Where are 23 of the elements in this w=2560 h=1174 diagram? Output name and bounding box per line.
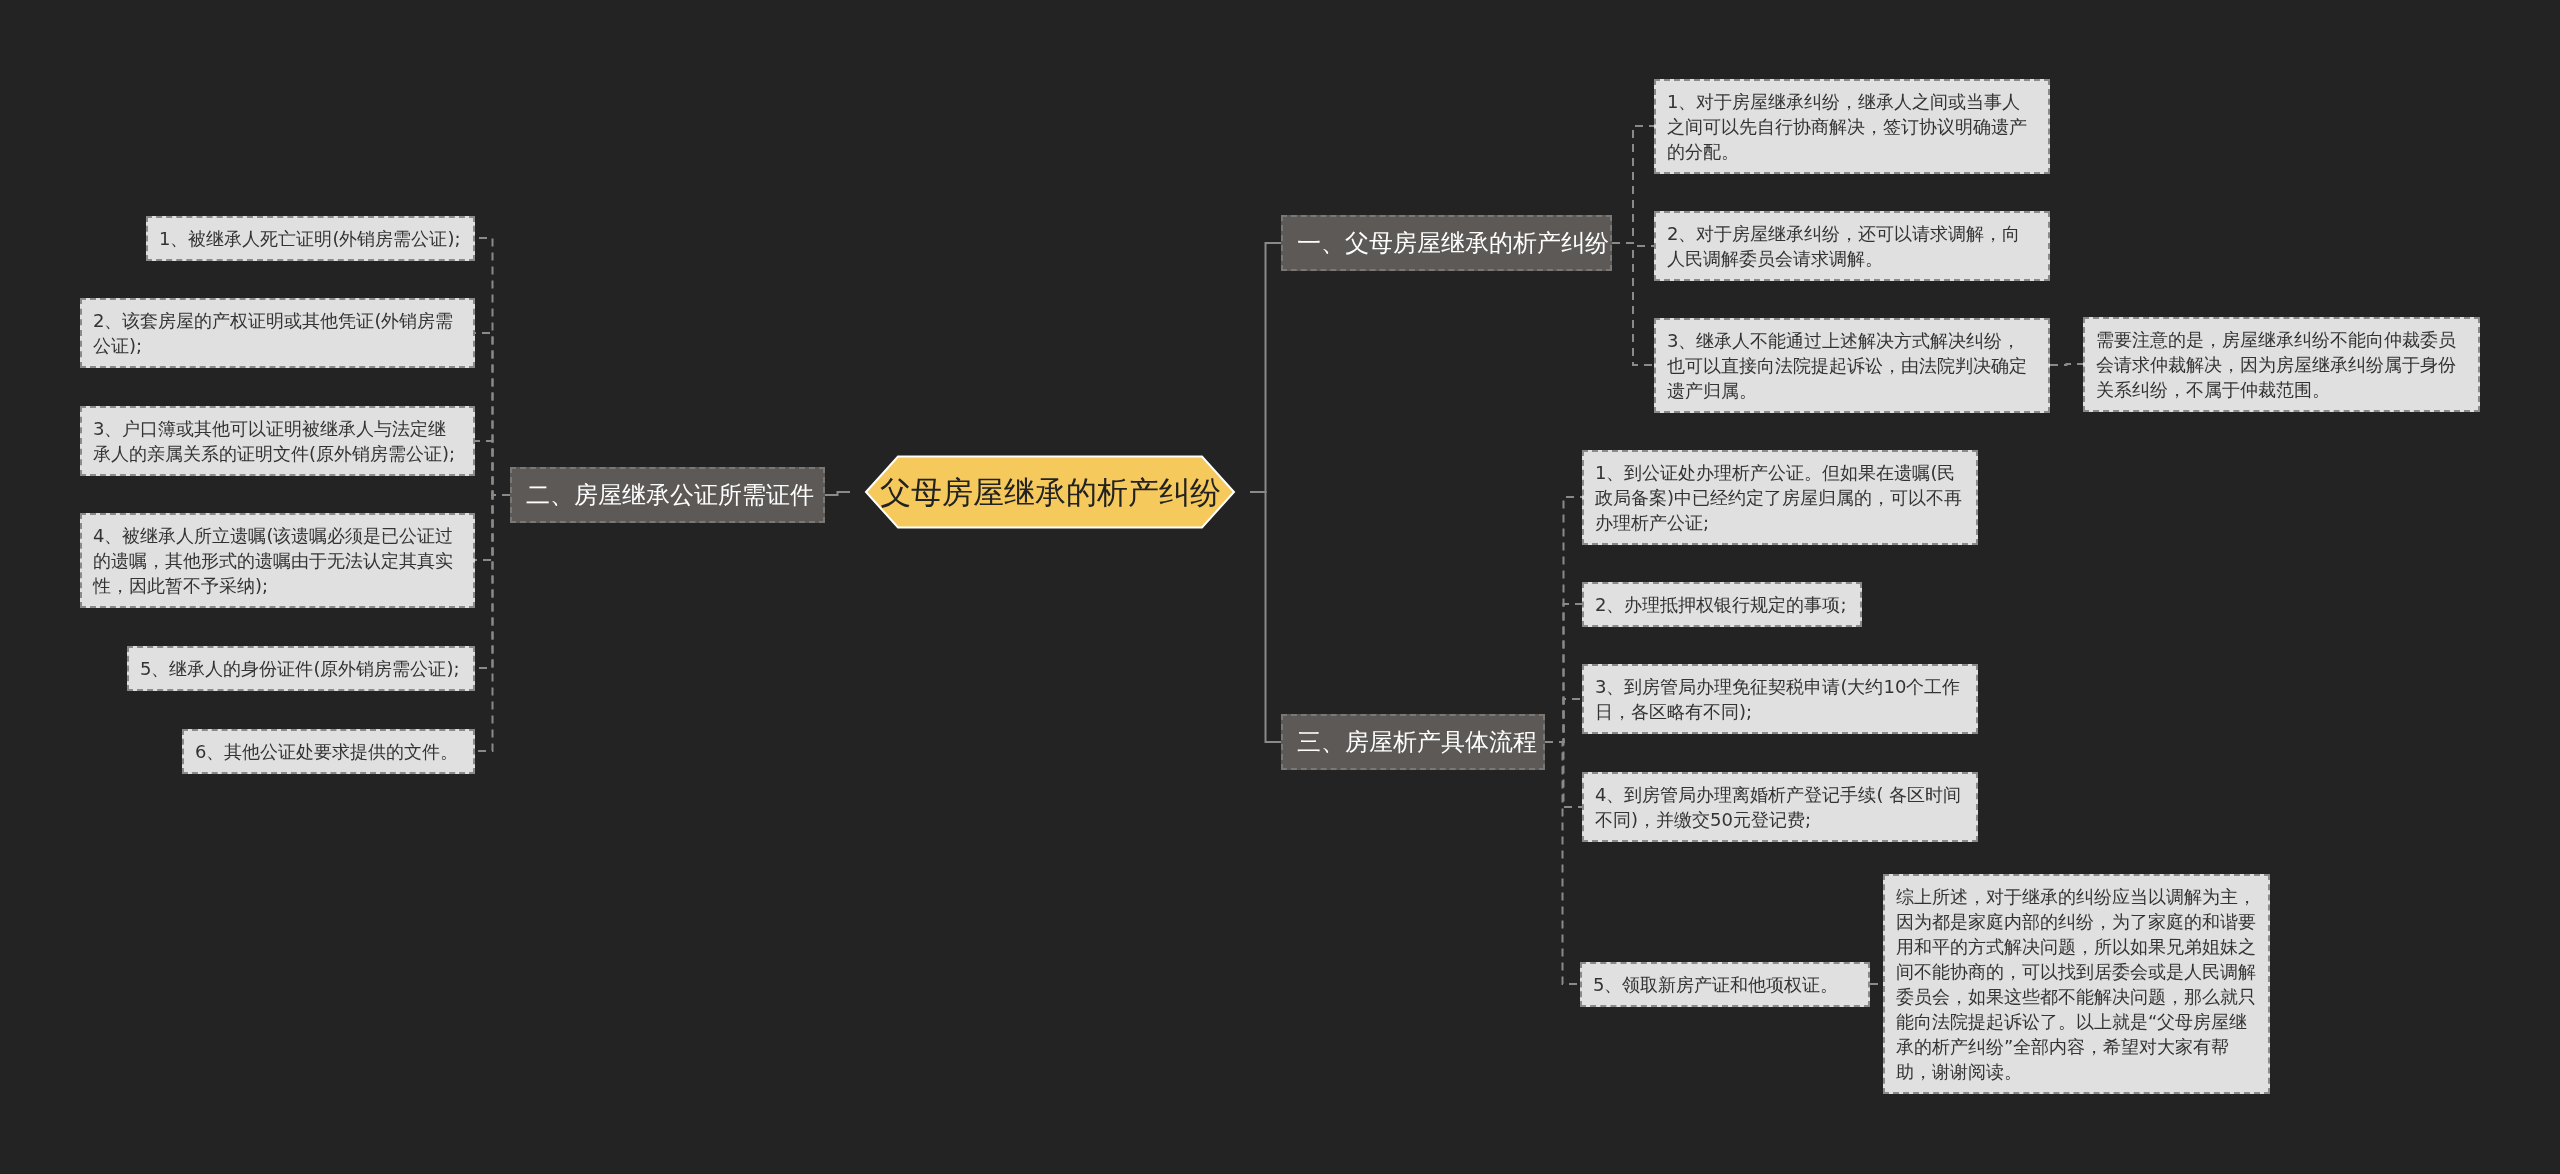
connector-line [2049, 363, 2084, 366]
leaf-topic: 需要注意的是，房屋继承纠纷不能向仲裁委员会请求仲裁解决，因为房屋继承纠纷属于身份关系纠纷，不属于仲裁范围。 [2083, 316, 2480, 412]
leaf-topic: 2、该套房屋的产权证明或其他凭证(外销房需公证); [80, 298, 475, 368]
leaf-topic: 1、到公证处办理析产公证。但如果在遗嘱(民政局备案)中已经约定了房屋归属的，可以不再办理析产公证; [1582, 449, 1978, 545]
leaf-topic: 3、继承人不能通过上述解决方式解决纠纷，也可以直接向法院提起诉讼，由法院判决确定遗产归属。 [1654, 317, 2050, 413]
leaf-topic: 5、继承人的身份证件(原外销房需公证); [127, 645, 475, 691]
branch-topic: 二、房屋继承公证所需证件 [510, 467, 825, 523]
leaf-topic: 5、领取新房产证和他项权证。 [1580, 961, 1870, 1007]
leaf-topic: 3、户口簿或其他可以证明被继承人与法定继承人的亲属关系的证明文件(原外销房需公证); [80, 406, 475, 476]
leaf-topic: 综上所述，对于继承的纠纷应当以调解为主，因为都是家庭内部的纠纷，为了家庭的和谐要用和平的方式解决问题，所以如果兄弟姐妹之间不能协商的，可以找到居委会或是人民调解委员会，如果这些都不能解决问题，那么就只能向法院提起诉讼了。以上就是“父母房屋继承的析产纠纷”全部内容，希望对大家有帮助，谢谢阅读。 [1883, 874, 2270, 1094]
connector-line [1611, 242, 1655, 366]
leaf-topic: 1、对于房屋继承纠纷，继承人之间或当事人之间可以先自行协商解决，签订协议明确遗产的分配。 [1654, 78, 2050, 174]
leaf-topic: 4、被继承人所立遗嘱(该遗嘱必须是已公证过的遗嘱，其他形式的遗嘱由于无法认定其真实性，因此暂不予采纳); [80, 512, 475, 608]
leaf-topic: 1、被继承人死亡证明(外销房需公证); [146, 215, 475, 261]
leaf-topic: 2、办理抵押权银行规定的事项; [1582, 581, 1862, 627]
connector-line [824, 491, 851, 496]
connector-line [1249, 491, 1282, 743]
leaf-topic: 6、其他公证处要求提供的文件。 [182, 728, 475, 774]
leaf-topic: 2、对于房屋继承纠纷，还可以请求调解，向人民调解委员会请求调解。 [1654, 211, 2050, 281]
leaf-topic: 4、到房管局办理离婚析产登记手续( 各区时间不同)，并缴交50元登记费; [1582, 772, 1978, 842]
leaf-topic: 3、到房管局办理免征契税申请(大约10个工作日，各区略有不同); [1582, 664, 1978, 734]
branch-topic: 三、房屋析产具体流程 [1281, 714, 1545, 770]
branch-topic: 一、父母房屋继承的析产纠纷 [1281, 215, 1612, 271]
